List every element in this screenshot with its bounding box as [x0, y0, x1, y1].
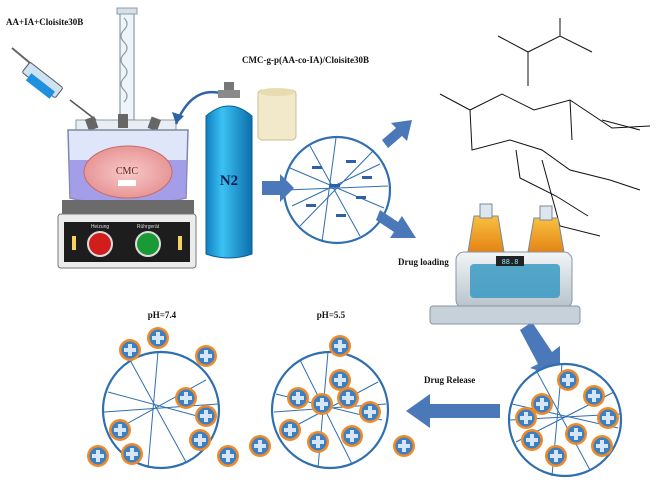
network-ph55 [270, 350, 390, 470]
syringe-icon [11, 47, 97, 121]
arrow-to-structure [382, 120, 412, 148]
arrow-to-network [262, 174, 294, 202]
shaker-display: 88.8 [502, 258, 519, 266]
heater-knob-label: Heizung [91, 224, 110, 230]
arrow-to-loading [376, 210, 416, 238]
polymer-structure [439, 18, 651, 237]
stirrer-knob-label: Rührgerät [137, 224, 160, 230]
n2-label: N2 [220, 173, 238, 189]
hydrogel-photo [257, 89, 297, 141]
hydrogel-network-top [282, 135, 392, 245]
network-loaded [507, 362, 623, 478]
network-ph74 [101, 350, 221, 470]
drug-loading-label: Drug loading [398, 257, 449, 267]
incubator-shaker: 88.8 [429, 203, 581, 325]
ph55-label: pH=5.5 [317, 310, 346, 320]
reflux-apparatus: Heizung Rührgerät [11, 7, 197, 269]
ph74-label: pH=7.4 [148, 310, 177, 320]
drug-release-label: Drug Release [424, 375, 475, 385]
nitrogen-cylinder [172, 82, 253, 259]
arrow-to-loaded [520, 322, 560, 378]
arrow-drug-release [406, 394, 500, 428]
process-arrows [262, 120, 560, 428]
reagents-label: AA+IA+Cloisite30B [6, 17, 83, 27]
cmc-label: CMC [116, 166, 139, 177]
product-label: CMC-g-p(AA-co-IA)/Cloisite30B [242, 55, 369, 65]
